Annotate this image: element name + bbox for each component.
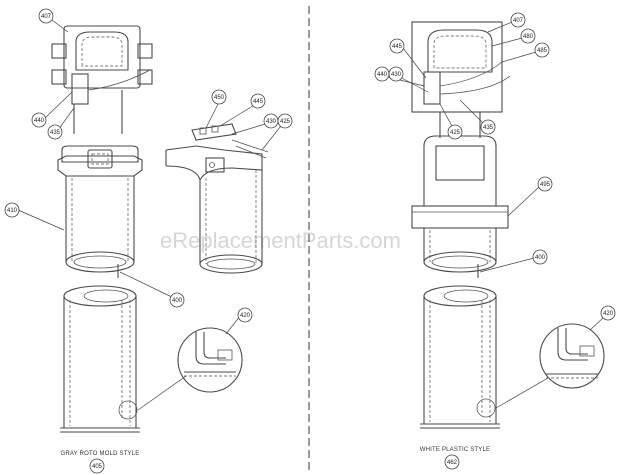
svg-text:450: 450 bbox=[214, 95, 225, 101]
svg-text:407: 407 bbox=[41, 14, 52, 20]
callout-430-left[interactable]: 430 bbox=[263, 113, 279, 129]
callout-400-right[interactable]: 400 bbox=[532, 249, 548, 265]
svg-text:410: 410 bbox=[7, 208, 18, 214]
left-caption: GRAY ROTO MOLD STYLE bbox=[60, 451, 139, 457]
callout-435-right[interactable]: 435 bbox=[480, 119, 496, 135]
left-side-view bbox=[165, 123, 269, 274]
svg-text:495: 495 bbox=[540, 182, 551, 188]
svg-text:430: 430 bbox=[266, 119, 277, 125]
callout-440-left[interactable]: 440 bbox=[31, 112, 47, 128]
svg-text:420: 420 bbox=[240, 313, 251, 319]
callout-420-right[interactable]: 420 bbox=[600, 305, 616, 321]
svg-text:445: 445 bbox=[392, 44, 403, 50]
left-figure-number: 405 bbox=[89, 458, 105, 474]
svg-text:405: 405 bbox=[92, 464, 103, 470]
right-tank-upper bbox=[411, 135, 509, 278]
svg-text:440: 440 bbox=[377, 72, 388, 78]
left-detail-view bbox=[137, 327, 243, 411]
svg-text:425: 425 bbox=[280, 119, 291, 125]
right-leaders bbox=[383, 21, 604, 331]
left-leaders bbox=[17, 19, 285, 335]
svg-text:485: 485 bbox=[537, 48, 548, 54]
right-panel: 407 480 485 445 440 430 425 435 495 400 … bbox=[374, 12, 616, 470]
right-callouts: 407 480 485 445 440 430 425 435 495 400 … bbox=[374, 12, 616, 321]
callout-407-left[interactable]: 407 bbox=[38, 8, 54, 24]
callout-435-left[interactable]: 435 bbox=[47, 124, 63, 140]
svg-text:480: 480 bbox=[523, 34, 534, 40]
callout-425-right[interactable]: 425 bbox=[447, 124, 463, 140]
right-figure-number: 462 bbox=[444, 454, 460, 470]
left-panel: 407 440 435 450 445 430 425 410 400 420 … bbox=[4, 8, 293, 474]
callout-445-right[interactable]: 445 bbox=[389, 38, 405, 54]
svg-text:462: 462 bbox=[447, 460, 458, 466]
callout-450-left[interactable]: 450 bbox=[211, 89, 227, 105]
watermark: eReplacementParts.com bbox=[160, 228, 401, 253]
right-head-assembly bbox=[411, 21, 511, 138]
right-caption: WHITE PLASTIC STYLE bbox=[420, 447, 490, 453]
svg-text:440: 440 bbox=[34, 118, 45, 124]
callout-410-left[interactable]: 410 bbox=[4, 202, 20, 218]
left-callouts: 407 440 435 450 445 430 425 410 400 420 bbox=[4, 8, 293, 323]
callout-495-right[interactable]: 495 bbox=[537, 176, 553, 192]
callout-407-right[interactable]: 407 bbox=[510, 12, 526, 28]
svg-text:400: 400 bbox=[535, 255, 546, 261]
svg-text:430: 430 bbox=[391, 72, 402, 78]
left-tank-lower bbox=[60, 285, 140, 433]
svg-text:407: 407 bbox=[513, 18, 524, 24]
left-tank-upper bbox=[57, 145, 143, 278]
svg-text:400: 400 bbox=[172, 298, 183, 304]
callout-445-left[interactable]: 445 bbox=[250, 93, 266, 109]
callout-420-left[interactable]: 420 bbox=[237, 307, 253, 323]
svg-text:425: 425 bbox=[450, 130, 461, 136]
callout-400-left[interactable]: 400 bbox=[169, 292, 185, 308]
svg-text:435: 435 bbox=[50, 130, 61, 136]
right-detail-view bbox=[495, 323, 605, 409]
left-head-assembly bbox=[51, 25, 153, 134]
svg-text:445: 445 bbox=[253, 99, 264, 105]
right-tank-lower bbox=[420, 285, 500, 429]
callout-440-right[interactable]: 440 bbox=[374, 66, 390, 82]
callout-480-right[interactable]: 480 bbox=[520, 28, 536, 44]
callout-485-right[interactable]: 485 bbox=[534, 42, 550, 58]
svg-text:420: 420 bbox=[603, 311, 614, 317]
svg-text:435: 435 bbox=[483, 125, 494, 131]
callout-425-left[interactable]: 425 bbox=[277, 113, 293, 129]
callout-430-right[interactable]: 430 bbox=[388, 66, 404, 82]
